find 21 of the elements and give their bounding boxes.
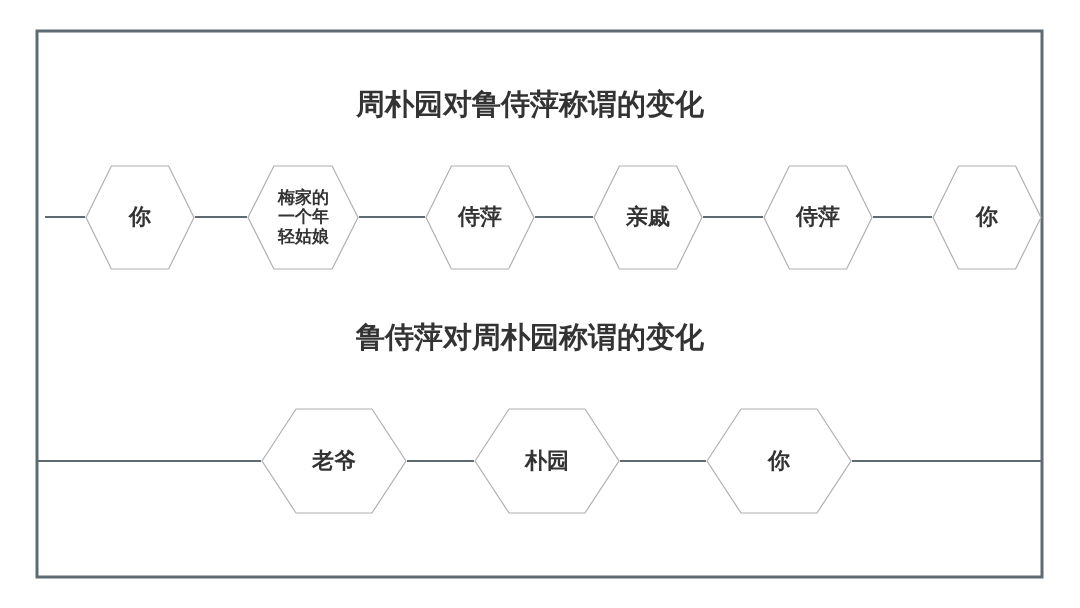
connector-line: [44, 216, 86, 218]
connector-line: [37, 460, 262, 462]
connector-line: [702, 216, 764, 218]
hexagon-label: 老爷: [312, 448, 356, 474]
hexagon-label: 你: [129, 204, 151, 230]
connector-line: [619, 460, 707, 462]
hexagon-label: 侍萍: [796, 204, 840, 230]
hexagon-label: 朴园: [525, 448, 569, 474]
connector-line: [358, 216, 426, 218]
connector-line: [872, 216, 933, 218]
hexagon-label: 侍萍: [458, 204, 502, 230]
section-heading: 周朴园对鲁侍萍称谓的变化: [356, 86, 704, 123]
connector-line: [534, 216, 594, 218]
hexagon-label: 你: [976, 204, 998, 230]
hexagon-label: 梅家的一个年轻姑娘: [276, 187, 330, 247]
connector-line: [851, 460, 1042, 462]
hexagon-label: 亲戚: [626, 204, 670, 230]
section-heading: 鲁侍萍对周朴园称谓的变化: [356, 319, 704, 356]
hexagon-label: 你: [768, 448, 790, 474]
connector-line: [194, 216, 248, 218]
connector-line: [406, 460, 475, 462]
